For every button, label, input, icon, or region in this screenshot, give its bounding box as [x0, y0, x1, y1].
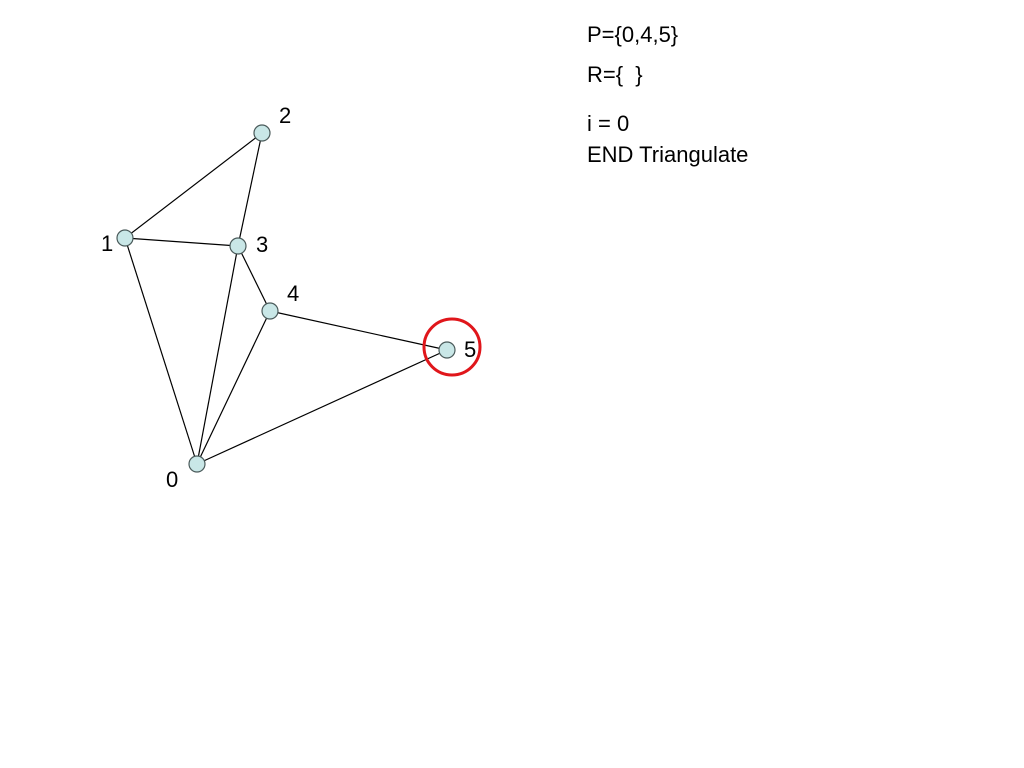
- node-4: [261, 302, 279, 320]
- graph-labels: 0 1 2 34 5: [101, 103, 476, 492]
- graph-edges: [124, 132, 448, 465]
- node-label-4: 4: [287, 281, 299, 306]
- status-text: END Triangulate: [587, 142, 749, 167]
- node-label-0: 0: [166, 467, 178, 492]
- edge-1-3: [124, 237, 239, 247]
- edge-2-3: [237, 132, 263, 247]
- highlight-layer: [422, 317, 482, 377]
- graph-nodes: [116, 124, 456, 473]
- r-set-text: R={ }: [587, 62, 643, 87]
- node-2: [253, 124, 271, 142]
- edge-4-5: [269, 310, 448, 351]
- loop-index-text: i = 0: [587, 111, 630, 136]
- p-set-text: P={0,4,5}: [587, 22, 679, 47]
- node-label-3: 3: [256, 232, 268, 257]
- node-label-2: 2: [279, 103, 291, 128]
- node-5: [438, 341, 456, 359]
- node-label-5: 5: [464, 337, 476, 362]
- edge-5-0: [196, 349, 448, 465]
- node-1: [116, 229, 134, 247]
- edge-3-4: [237, 245, 271, 312]
- node-3: [229, 237, 247, 255]
- edge-1-0: [124, 237, 198, 465]
- edge-4-0: [196, 310, 271, 465]
- node-0: [188, 455, 206, 473]
- edge-3-0: [196, 245, 239, 465]
- node-label-1: 1: [101, 231, 113, 256]
- highlight-circle: [422, 317, 482, 377]
- edge-1-2: [124, 132, 263, 239]
